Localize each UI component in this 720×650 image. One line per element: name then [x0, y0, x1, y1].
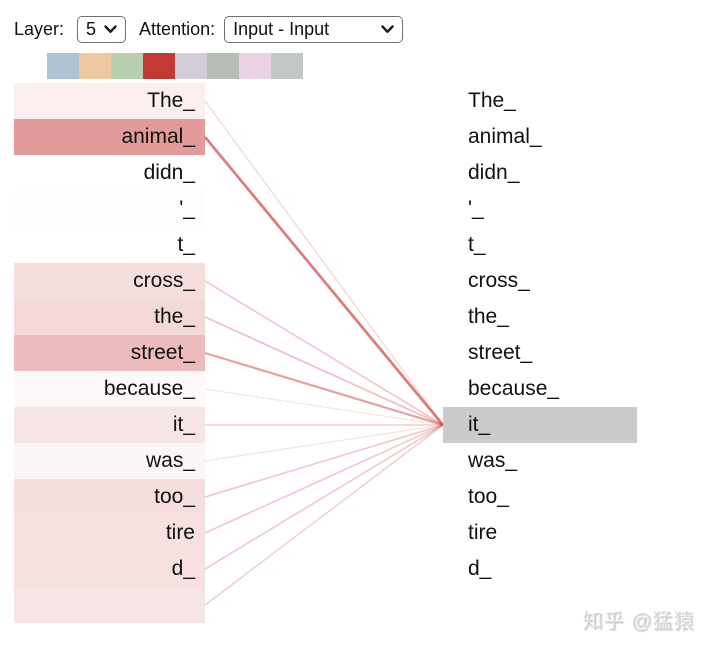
attention-line — [204, 424, 444, 462]
right-token-row[interactable]: d_ — [468, 557, 492, 580]
head-swatch-4[interactable] — [175, 53, 207, 79]
head-swatch-7[interactable] — [271, 53, 303, 79]
toolbar: Layer: 5 Attention: Input - Input — [14, 16, 404, 43]
left-token-row[interactable]: because_ — [14, 371, 205, 407]
left-token-row[interactable]: didn_ — [143, 161, 195, 184]
left-token-row[interactable]: t_ — [177, 233, 195, 256]
right-token-row[interactable]: cross_ — [468, 269, 530, 292]
head-swatch-6[interactable] — [239, 53, 271, 79]
head-swatch-1[interactable] — [79, 53, 111, 79]
attention-line — [204, 424, 444, 498]
right-token-row[interactable]: '_ — [468, 197, 484, 220]
attention-select-value: Input - Input — [233, 19, 330, 39]
attention-select[interactable]: Input - Input — [224, 16, 404, 43]
right-token-row[interactable]: too_ — [468, 485, 509, 508]
right-token-row[interactable]: The_ — [468, 89, 516, 112]
right-token-row[interactable]: didn_ — [468, 161, 520, 184]
left-token-row[interactable]: was_ — [14, 443, 205, 479]
right-token-row[interactable]: the_ — [468, 305, 509, 328]
left-token-column: The_animal_ didn_ '_ t_ cross_the_street_bec… — [14, 83, 205, 623]
right-token-row-selected[interactable]: it_ — [443, 407, 637, 443]
watermark: 知乎 @猛猿 — [583, 611, 695, 633]
attention-label: Attention: — [139, 19, 216, 39]
head-swatch-0[interactable] — [47, 53, 79, 79]
left-token-row[interactable]: the_ — [14, 299, 205, 335]
head-palette — [47, 53, 303, 79]
left-token-row[interactable]: it_ — [14, 407, 205, 443]
right-token-column: The_ animal_ didn_ '_ t_ cross_ the_ street_bec… — [443, 83, 637, 623]
right-token-row[interactable]: because_ — [468, 377, 560, 400]
left-token-row[interactable]: The_ — [14, 83, 205, 119]
right-token-row[interactable]: t_ — [468, 233, 486, 256]
head-swatch-5[interactable] — [207, 53, 239, 79]
attention-line — [204, 316, 444, 426]
chevron-down-icon — [381, 25, 394, 34]
attention-line — [204, 280, 444, 426]
attention-line — [203, 136, 445, 426]
attention-line — [204, 388, 444, 426]
layer-select-value: 5 — [86, 19, 97, 39]
left-token-row[interactable]: animal_ — [14, 119, 205, 155]
right-token-row[interactable]: street_ — [468, 341, 533, 364]
attention-line — [204, 351, 444, 427]
head-swatch-3-selected[interactable] — [143, 53, 175, 79]
attention-line — [204, 424, 444, 570]
right-token-row[interactable]: was_ — [468, 449, 518, 472]
chevron-down-icon — [104, 25, 117, 34]
left-token-row[interactable]: tire — [14, 515, 205, 551]
attention-line — [204, 100, 444, 426]
head-swatch-2[interactable] — [111, 53, 143, 79]
layer-select[interactable]: 5 — [77, 16, 127, 43]
left-token-row[interactable]: '_ — [179, 197, 195, 220]
attention-line — [204, 424, 444, 606]
layer-label: Layer: — [14, 19, 65, 39]
left-token-row[interactable] — [14, 587, 205, 623]
attention-line — [204, 424, 444, 534]
left-token-row[interactable]: cross_ — [14, 263, 205, 299]
left-token-row[interactable]: street_ — [14, 335, 205, 371]
right-token-row[interactable]: tire — [468, 521, 498, 544]
right-token-row[interactable]: animal_ — [468, 125, 542, 148]
left-token-row[interactable]: d_ — [14, 551, 205, 587]
left-token-row[interactable]: too_ — [14, 479, 205, 515]
